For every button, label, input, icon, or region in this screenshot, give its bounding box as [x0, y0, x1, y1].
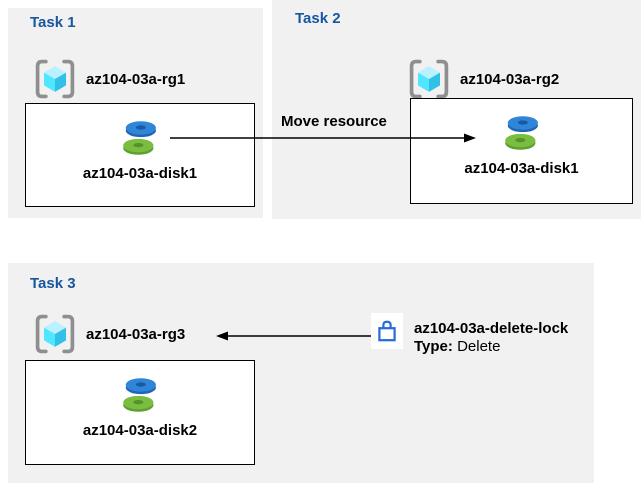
lock-type-label: Type: — [414, 338, 453, 355]
task1-resource-box: az104-03a-disk1 — [25, 103, 255, 207]
task2-title: Task 2 — [295, 10, 341, 27]
resource-group-name: az104-03a-rg2 — [460, 70, 560, 88]
lock-type-value: Delete — [457, 338, 501, 355]
resource-group-icon — [33, 57, 77, 101]
task2-panel: Task 2 az104-03a-rg2 — [272, 0, 641, 219]
resource-name: az104-03a-disk1 — [464, 160, 579, 177]
task2-resource-box: az104-03a-disk1 — [410, 98, 633, 204]
task3-panel: Task 3 az104-03a-rg3 — [8, 263, 594, 483]
disk-icon — [116, 374, 164, 416]
task1-panel: Task 1 az104-03a-rg1 — [8, 8, 263, 218]
task3-resource-box: az104-03a-disk2 — [25, 360, 255, 465]
task2-resource-group: az104-03a-rg2 — [407, 57, 559, 101]
move-resource-label: Move resource — [281, 113, 387, 130]
resource-name: az104-03a-disk2 — [82, 422, 198, 439]
lock-arrow — [216, 331, 384, 341]
lock-name: az104-03a-delete-lock — [414, 320, 569, 337]
lock-type: Type: Delete — [414, 338, 568, 356]
task1-title: Task 1 — [30, 14, 76, 31]
task3-resource-group: az104-03a-rg3 — [33, 312, 185, 356]
task1-resource-group: az104-03a-rg1 — [33, 57, 185, 101]
resource-group-name: az104-03a-rg3 — [86, 325, 186, 343]
resource-group-icon — [33, 312, 77, 356]
lock-label-group: az104-03a-delete-lock Type: Delete — [414, 320, 568, 356]
task3-title: Task 3 — [30, 275, 76, 292]
resource-group-name: az104-03a-rg1 — [86, 70, 186, 88]
disk-icon — [498, 112, 546, 154]
resource-group-icon — [407, 57, 451, 101]
resource-name: az104-03a-disk1 — [82, 165, 198, 182]
move-arrow — [170, 133, 476, 143]
disk-icon — [116, 117, 164, 159]
lock-icon — [371, 313, 403, 349]
